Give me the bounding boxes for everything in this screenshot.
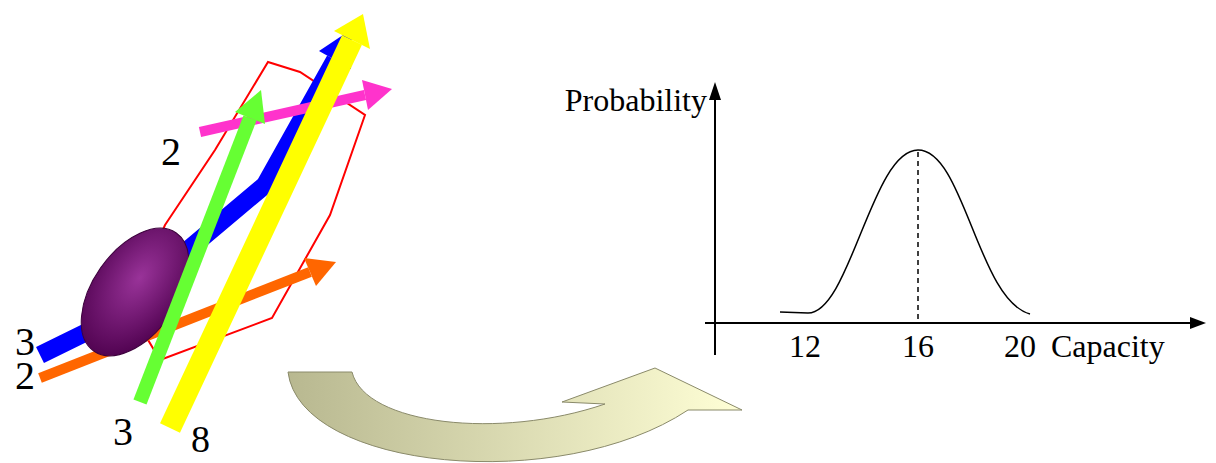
flow-count: 8	[190, 420, 211, 458]
y-axis	[714, 98, 716, 355]
mean-line	[917, 152, 919, 323]
green-arrowhead	[235, 90, 265, 124]
y-axis-arrowhead	[709, 82, 721, 100]
axis-title: Capacity	[1050, 330, 1166, 362]
pink-flow	[200, 95, 365, 132]
yellow-arrowhead	[334, 14, 370, 49]
axis-title: Probability	[564, 84, 708, 116]
pink-arrowhead	[362, 80, 392, 110]
flow-count: 3	[112, 412, 134, 452]
tick-label: 16	[901, 330, 935, 362]
flow-count: 2	[14, 356, 36, 396]
tick-label: 12	[788, 330, 822, 362]
tick-label: 20	[1003, 330, 1037, 362]
orange-arrowhead	[304, 258, 336, 286]
probability-curve	[780, 150, 1030, 314]
transform-arrow	[288, 368, 742, 462]
yellow-flow	[170, 40, 352, 428]
flow-count: 2	[160, 132, 182, 172]
x-axis	[705, 322, 1192, 324]
x-axis-arrowhead	[1190, 317, 1206, 329]
